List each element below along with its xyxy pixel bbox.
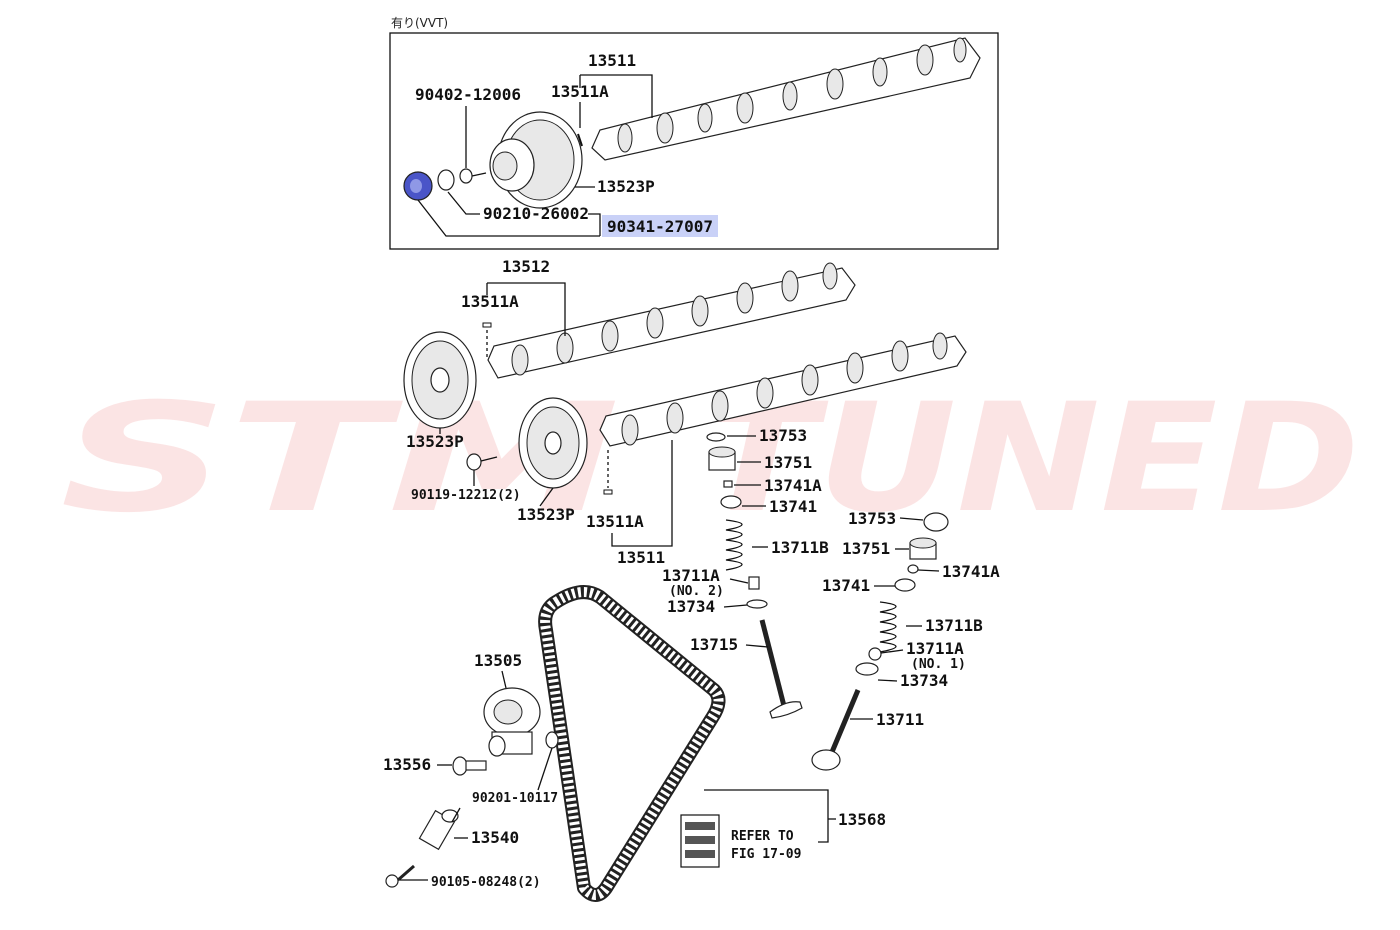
timing-belt-icon xyxy=(538,585,726,902)
shim-13753-l-icon xyxy=(706,432,726,442)
gasket-90210-icon xyxy=(437,169,455,191)
label-13511a-top[interactable]: 13511A xyxy=(551,82,609,101)
label-13505[interactable]: 13505 xyxy=(474,651,522,670)
label-90201[interactable]: 90201-10117 xyxy=(472,791,558,806)
label-13556[interactable]: 13556 xyxy=(383,755,431,774)
lifter-13751-l-icon xyxy=(708,446,736,471)
section-header: 有り(VVT) xyxy=(391,16,448,30)
cam-gear-mid-icon xyxy=(518,397,588,489)
seat-13734-r-icon xyxy=(855,662,879,676)
tensioner-13540-icon xyxy=(418,807,461,851)
seal-13711a-l-icon xyxy=(748,576,760,590)
label-13511a-mid[interactable]: 13511A xyxy=(461,292,519,311)
valve-13711-icon xyxy=(811,689,861,771)
oil-seal-plug-icon xyxy=(403,171,433,201)
label-13511-top[interactable]: 13511 xyxy=(588,51,636,70)
label-13741-l[interactable]: 13741 xyxy=(769,497,817,516)
label-13734-l[interactable]: 13734 xyxy=(667,597,715,616)
retainer-13741-r-icon xyxy=(894,578,916,592)
label-13753-l[interactable]: 13753 xyxy=(759,426,807,445)
label-90341[interactable]: 90341-27007 xyxy=(607,217,713,236)
label-13711[interactable]: 13711 xyxy=(876,710,924,729)
label-13751-r[interactable]: 13751 xyxy=(842,539,890,558)
idler-pulley-13505-icon xyxy=(483,687,541,757)
label-13734-r[interactable]: 13734 xyxy=(900,671,948,690)
belt-reference-icon xyxy=(680,814,720,868)
label-90119[interactable]: 90119-12212(2) xyxy=(411,488,521,503)
label-13741a-r[interactable]: 13741A xyxy=(942,562,1000,581)
label-13741-r[interactable]: 13741 xyxy=(822,576,870,595)
label-13741a-l[interactable]: 13741A xyxy=(764,476,822,495)
spring-13711b-l-icon xyxy=(725,519,743,571)
keeper-13741a-r-icon xyxy=(907,564,919,574)
label-13711a-l-note: (NO. 2) xyxy=(669,584,724,599)
label-90210[interactable]: 90210-26002 xyxy=(483,204,589,223)
label-13512[interactable]: 13512 xyxy=(502,257,550,276)
spring-13711b-r-icon xyxy=(879,601,897,653)
valve-13715-icon xyxy=(759,619,803,719)
label-13568[interactable]: 13568 xyxy=(838,810,886,829)
label-13523p-mid[interactable]: 13523P xyxy=(517,505,575,524)
label-13540[interactable]: 13540 xyxy=(471,828,519,847)
label-13523p-top[interactable]: 13523P xyxy=(597,177,655,196)
label-13511-low[interactable]: 13511 xyxy=(617,548,665,567)
label-13715[interactable]: 13715 xyxy=(690,635,738,654)
label-90105[interactable]: 90105-08248(2) xyxy=(431,875,541,890)
bolt-13556-icon xyxy=(452,756,487,776)
camshaft-13511-icon xyxy=(599,332,967,447)
label-13711a-r-note: (NO. 1) xyxy=(911,657,966,672)
label-13751-l[interactable]: 13751 xyxy=(764,453,812,472)
camshaft-13512-icon xyxy=(487,262,856,379)
refer-text-line2: FIG 17-09 xyxy=(731,847,801,862)
highlight-90341 xyxy=(602,215,718,237)
vvt-gear-icon xyxy=(489,111,583,209)
seat-13734-l-icon xyxy=(746,599,768,609)
label-13511a-low[interactable]: 13511A xyxy=(586,512,644,531)
seal-13711a-r-icon xyxy=(868,647,882,661)
keeper-13741a-l-icon xyxy=(723,480,733,488)
cam-gear-left-icon xyxy=(403,331,477,429)
bolt-90402-icon xyxy=(459,168,487,184)
label-13753-r[interactable]: 13753 xyxy=(848,509,896,528)
label-13523p-left[interactable]: 13523P xyxy=(406,432,464,451)
label-13711a-l[interactable]: 13711A xyxy=(662,566,720,585)
watermark-word: TUNED xyxy=(700,372,1360,546)
label-13711b-l[interactable]: 13711B xyxy=(771,538,829,557)
bolt-90105-icon xyxy=(385,864,415,888)
refer-text-line1: REFER TO xyxy=(731,829,794,844)
label-13711a-r[interactable]: 13711A xyxy=(906,639,964,658)
shim-13753-r-icon xyxy=(923,512,949,532)
lifter-13751-r-icon xyxy=(909,537,937,560)
label-13711b-r[interactable]: 13711B xyxy=(925,616,983,635)
label-90402[interactable]: 90402-12006 xyxy=(415,85,521,104)
camshaft-top-icon xyxy=(591,37,981,161)
vvt-frame xyxy=(389,32,999,250)
retainer-13741-l-icon xyxy=(720,495,742,509)
washer-90201-icon xyxy=(545,731,559,749)
